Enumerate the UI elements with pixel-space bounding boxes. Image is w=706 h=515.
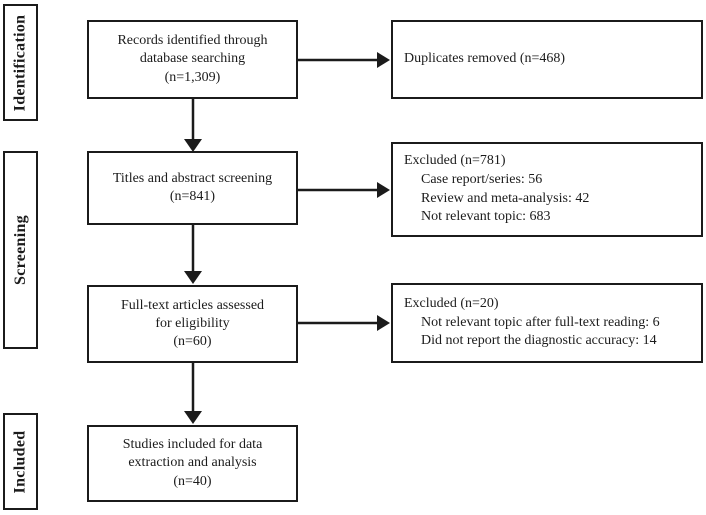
flow-box-count: (n=1,309) xyxy=(164,69,221,85)
exclusion-item: Did not report the diagnostic accuracy: … xyxy=(421,333,657,349)
arrow-records-to-screening xyxy=(184,99,202,152)
flow-box-line: Records identified through xyxy=(117,33,268,49)
arrow-records-to-duplicates xyxy=(298,52,390,68)
stage-label-screening: Screening xyxy=(3,151,38,349)
flow-box-title-abstract-screening: Titles and abstract screening (n=841) xyxy=(87,151,298,225)
exclusion-item: Case report/series: 56 xyxy=(421,171,543,187)
exclusion-box-duplicates-removed: Duplicates removed (n=468) xyxy=(391,20,703,99)
flow-box-line: extraction and analysis xyxy=(128,455,257,471)
arrow-screening-to-fulltext xyxy=(184,225,202,284)
flow-box-line: Full-text articles assessed xyxy=(120,297,265,313)
exclusion-item: Not relevant topic after full-text readi… xyxy=(421,314,660,330)
arrow-fulltext-to-included xyxy=(184,363,202,424)
stage-label-included: Included xyxy=(3,413,38,510)
flow-box-count: (n=40) xyxy=(173,473,212,489)
exclusion-title: Duplicates removed (n=468) xyxy=(404,51,566,67)
flow-box-count: (n=60) xyxy=(173,334,212,350)
exclusion-item: Not relevant topic: 683 xyxy=(421,209,551,225)
exclusion-title: Excluded (n=781) xyxy=(404,152,506,168)
flow-box-line: database searching xyxy=(139,51,246,67)
exclusion-item: Review and meta-analysis: 42 xyxy=(421,190,590,206)
exclusion-title: Excluded (n=20) xyxy=(404,295,499,311)
exclusion-box-screening-excluded: Excluded (n=781) Case report/series: 56 … xyxy=(391,142,703,237)
flow-box-line: for eligibility xyxy=(155,315,230,331)
flow-box-studies-included: Studies included for data extraction and… xyxy=(87,425,298,502)
flow-box-records-identified: Records identified through database sear… xyxy=(87,20,298,99)
stage-label-identification: Identification xyxy=(3,4,38,121)
arrow-screening-to-excluded xyxy=(298,182,390,198)
flow-box-count: (n=841) xyxy=(169,189,216,204)
exclusion-box-fulltext-excluded: Excluded (n=20) Not relevant topic after… xyxy=(391,283,703,363)
arrow-fulltext-to-excluded xyxy=(298,315,390,331)
flow-box-fulltext-assessed: Full-text articles assessed for eligibil… xyxy=(87,285,298,363)
flow-box-line: Studies included for data xyxy=(122,437,263,453)
flow-box-line: Titles and abstract screening xyxy=(112,170,273,186)
stage-label-text: Screening xyxy=(11,215,29,285)
stage-label-text: Included xyxy=(11,430,29,493)
stage-label-text: Identification xyxy=(11,14,29,111)
